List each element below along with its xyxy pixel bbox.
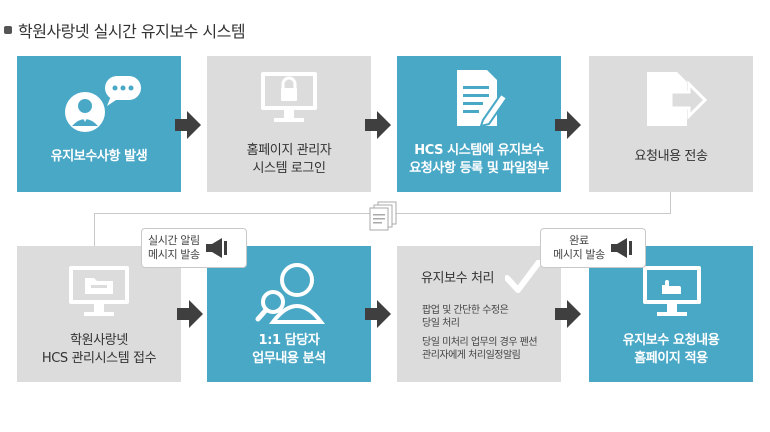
processing-note-1: 팝업 및 간단한 수정은 당일 처리 (422, 305, 509, 329)
step-manager-analysis: 1:1 담당자 업무내용 분석 (207, 246, 371, 382)
bubble-text: 완료 메시지 발송 (553, 234, 605, 261)
step-maintenance-processing: 유지보수 처리 (397, 246, 561, 382)
folder-monitor-icon (69, 266, 129, 316)
speaker-icon (610, 238, 632, 258)
step-label: HCS 시스템에 유지보수 요청사항 등록 및 파일첨부 (409, 143, 549, 176)
processing-note-2: 당일 미처리 업무의 경우 펜션 관리자에게 처리일정알림 (422, 337, 538, 361)
realtime-alert-bubble: 실시간 알림 메시지 발송 (141, 228, 247, 268)
title-bullet-icon (4, 26, 12, 34)
arrow-right-icon (365, 111, 391, 139)
hand-monitor-icon (643, 266, 701, 316)
step-label: 1:1 담당자 업무내용 분석 (252, 333, 326, 366)
step-label: 홈페이지 관리자 시스템 로그인 (246, 143, 332, 176)
step-label: 학원사랑넷 HCS 관리시스템 접수 (41, 333, 157, 366)
arrow-right-icon (555, 300, 581, 328)
step-request-send: 요청내용 전송 (589, 56, 753, 192)
speaker-icon (205, 238, 227, 258)
bubble-text: 실시간 알림 메시지 발송 (148, 234, 200, 261)
arrow-right-icon (177, 300, 203, 328)
search-user-icon (255, 263, 326, 324)
page-title: 학원사랑넷 실시간 유지보수 시스템 (18, 22, 246, 41)
step-admin-login: 홈페이지 관리자 시스템 로그인 (207, 56, 371, 192)
checkmark-icon (505, 260, 541, 293)
arrow-right-icon (365, 300, 391, 328)
step-label: 요청내용 전송 (634, 149, 708, 164)
step-maintenance-occurrence: 유지보수사항 발생 (17, 56, 181, 192)
lock-monitor-icon (261, 72, 317, 122)
complete-alert-bubble: 완료 메시지 발송 (540, 228, 646, 268)
title-bar: 학원사랑넷 실시간 유지보수 시스템 (4, 18, 246, 42)
step-hcs-receive: 학원사랑넷 HCS 관리시스템 접수 (17, 246, 181, 382)
documents-icon (369, 201, 397, 231)
document-pen-icon (457, 70, 509, 128)
step-label: 유지보수사항 발생 (50, 149, 148, 164)
connector-line (94, 213, 95, 247)
user-chat-icon (65, 76, 141, 132)
step-hcs-register: HCS 시스템에 유지보수 요청사항 등록 및 파일첨부 (397, 56, 561, 192)
step-title: 유지보수 처리 (421, 271, 495, 286)
send-document-icon (647, 72, 707, 126)
step-homepage-apply: 유지보수 요청내용 홈페이지 적용 (589, 246, 753, 382)
connector-line (670, 192, 671, 214)
arrow-right-icon (555, 111, 581, 139)
arrow-right-icon (175, 111, 201, 139)
step-label: 유지보수 요청내용 홈페이지 적용 (622, 333, 720, 366)
